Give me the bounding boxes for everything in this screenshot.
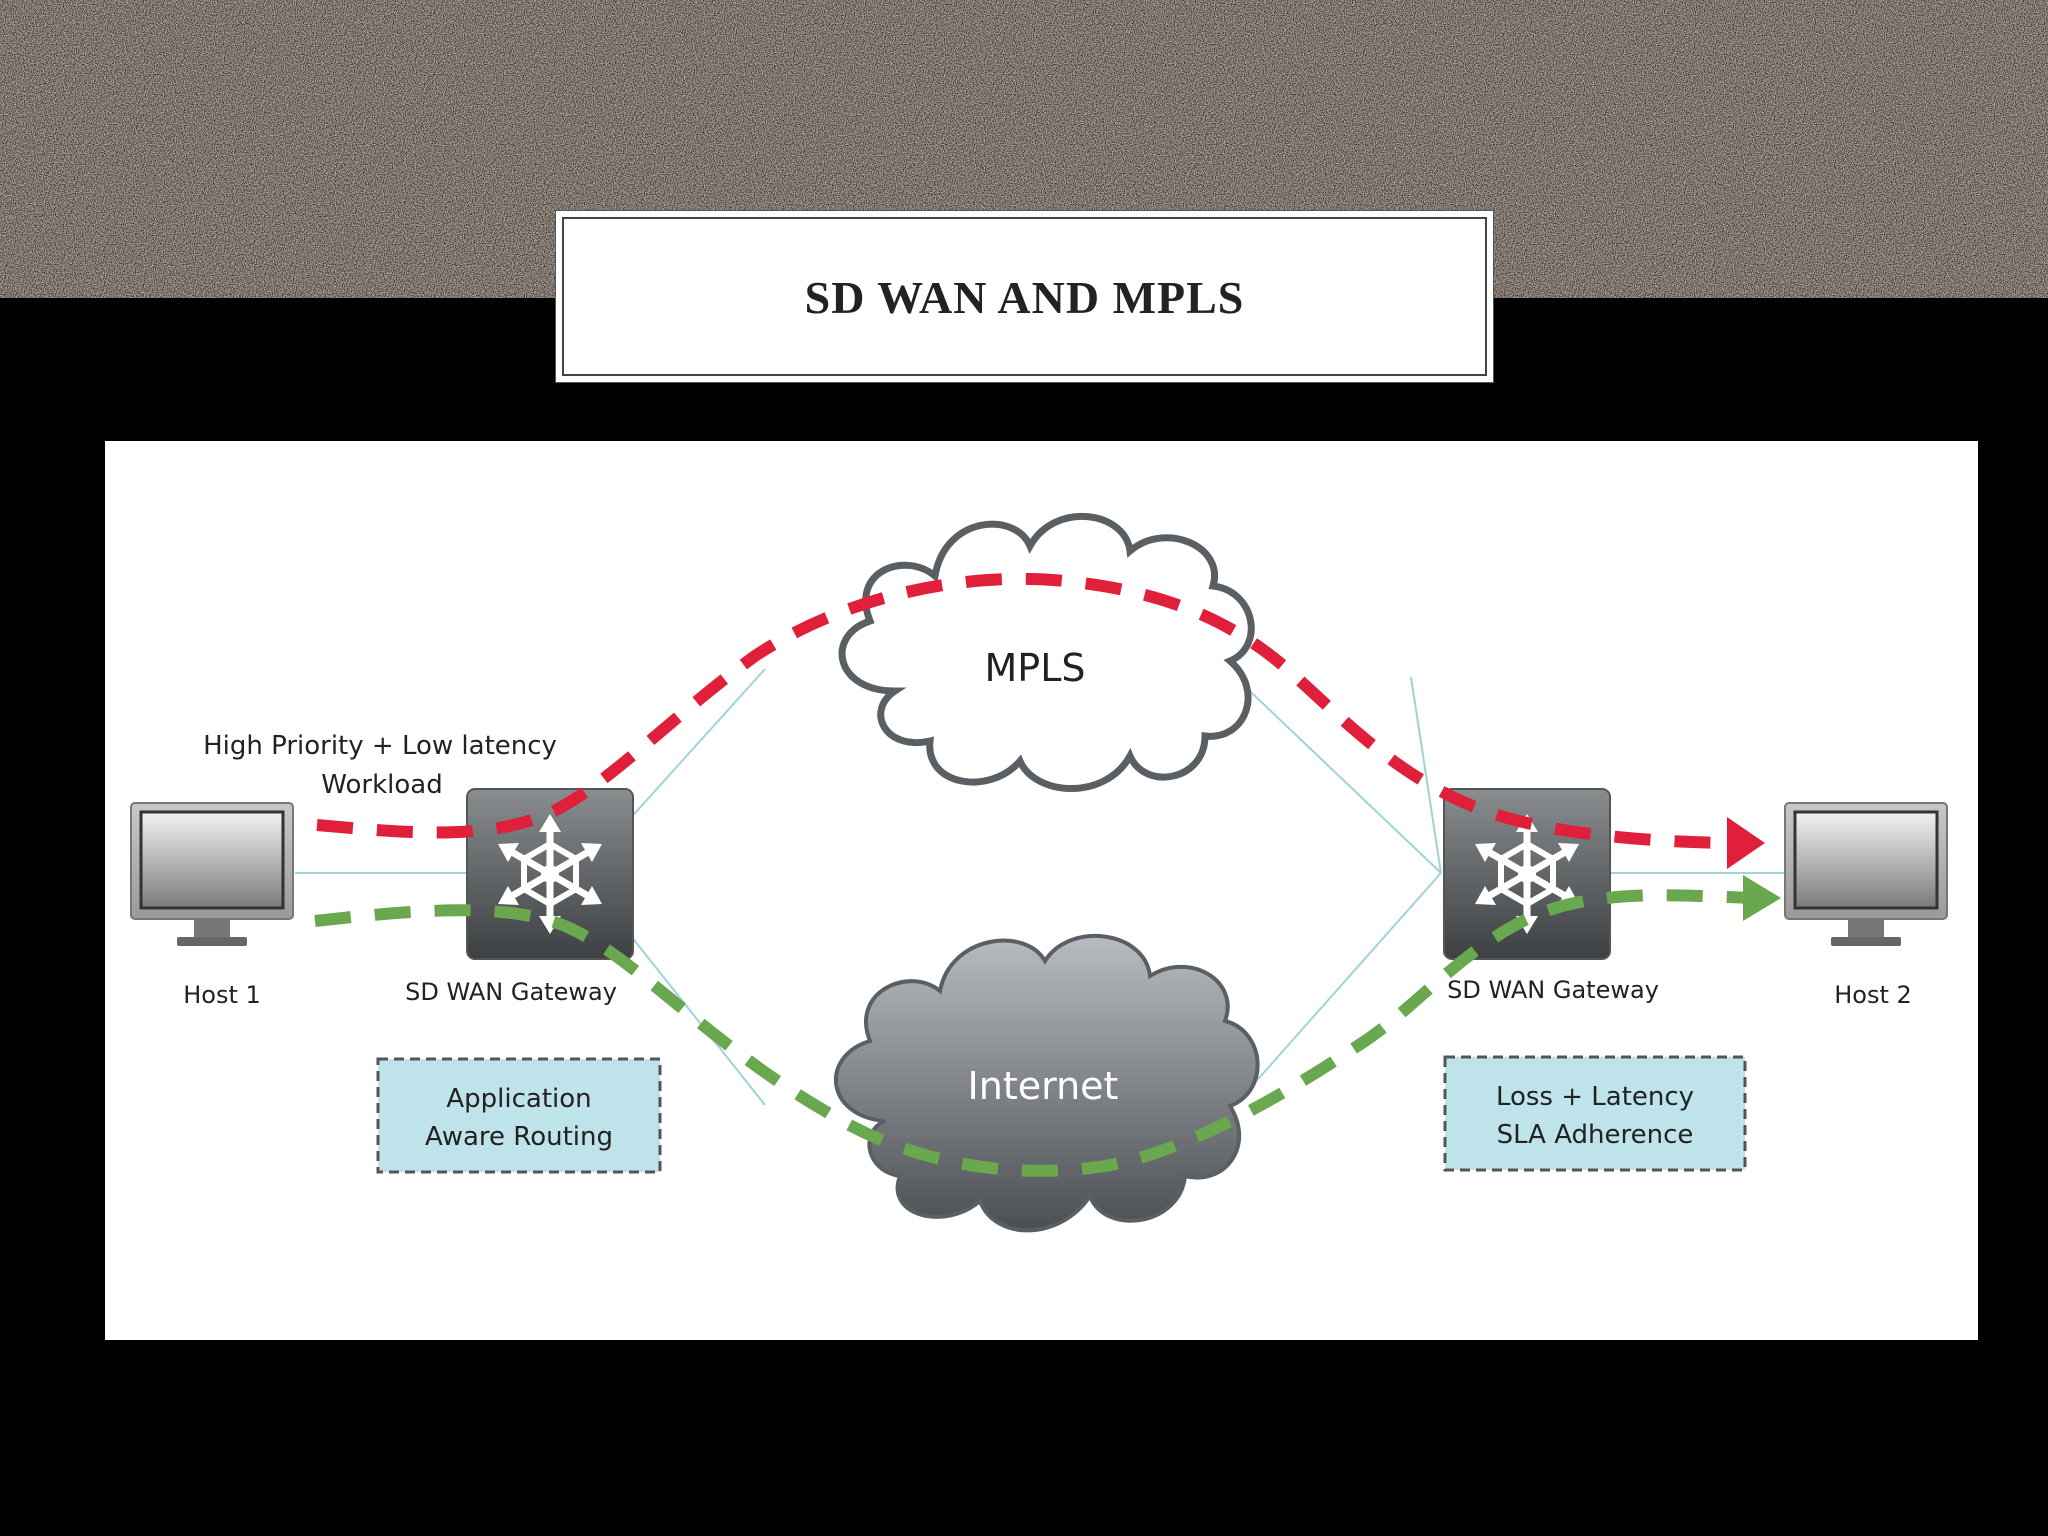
sd-wan-diagram: MPLS Internet High Priority + xyxy=(129,512,1949,1233)
default-path-green xyxy=(314,889,1756,1177)
slide-title: SD WAN AND MPLS xyxy=(804,272,1245,323)
priority-label-line2: Workload xyxy=(321,770,442,800)
gateway-left-label: SD WAN Gateway xyxy=(405,978,617,1006)
mpls-cloud: MPLS xyxy=(838,512,1255,792)
title-box: SD WAN AND MPLS xyxy=(556,211,1493,382)
default-path-arrowhead xyxy=(1743,875,1781,921)
host-right-monitor-icon xyxy=(1783,801,1949,948)
diagram-panel: MPLS Internet High Priority + xyxy=(105,441,1978,1340)
note-right-line2: SLA Adherence xyxy=(1497,1120,1694,1150)
note-application-routing: Application Aware Routing xyxy=(376,1057,662,1174)
network-links xyxy=(295,668,1785,1106)
host-left-monitor-icon xyxy=(129,801,295,948)
gateway-left xyxy=(466,788,634,960)
priority-label-line1: High Priority + Low latency xyxy=(203,731,557,761)
note-right-line1: Loss + Latency xyxy=(1496,1082,1694,1112)
priority-path-arrowhead xyxy=(1727,817,1765,869)
gateway-right-label: SD WAN Gateway xyxy=(1447,976,1659,1004)
host-left-label: Host 1 xyxy=(183,981,261,1009)
note-left-line2: Aware Routing xyxy=(425,1122,613,1152)
stone-texture-background xyxy=(0,0,2048,298)
mpls-label: MPLS xyxy=(985,646,1086,690)
internet-cloud: Internet xyxy=(834,934,1260,1233)
gateway-right xyxy=(1443,788,1611,960)
note-sla-adherence: Loss + Latency SLA Adherence xyxy=(1443,1055,1747,1172)
internet-label: Internet xyxy=(968,1064,1119,1108)
note-left-line1: Application xyxy=(446,1084,591,1114)
host-right-label: Host 2 xyxy=(1834,981,1912,1009)
